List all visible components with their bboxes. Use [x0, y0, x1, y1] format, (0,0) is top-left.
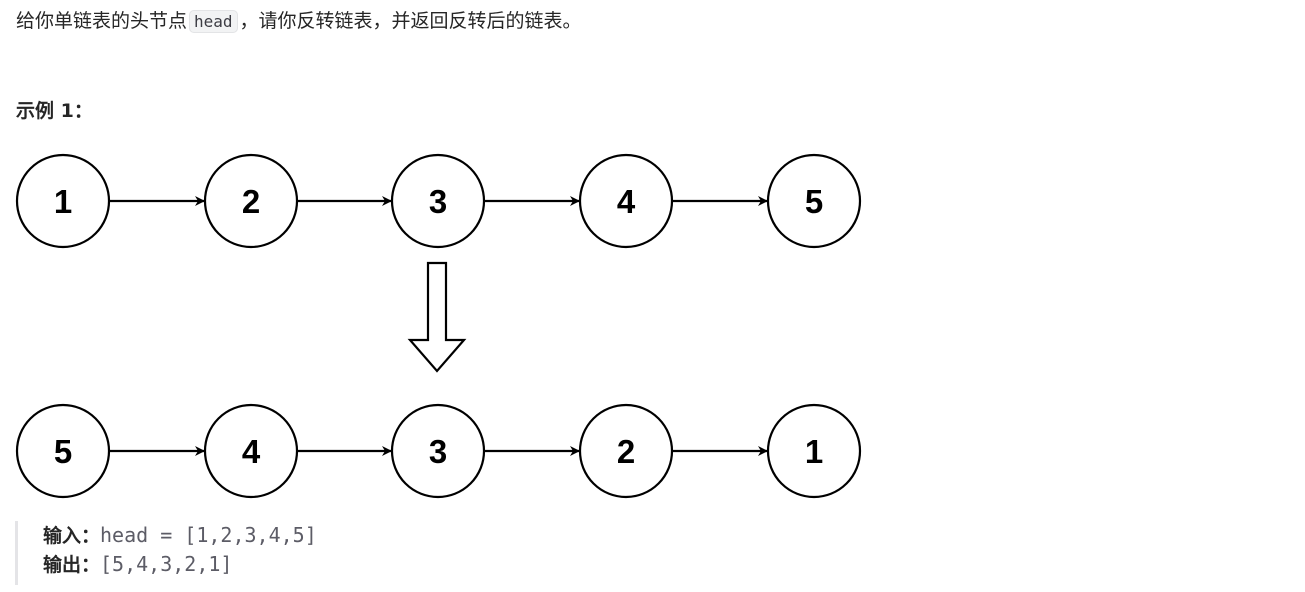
linked-list-diagram: 1 2 3 4 5 5 4 3 2 1 — [15, 153, 862, 499]
original-node-value: 4 — [617, 183, 636, 220]
output-line: 输出：[5,4,3,2,1] — [43, 550, 615, 579]
head-inline-code: head — [189, 10, 238, 33]
output-value: [5,4,3,2,1] — [100, 552, 233, 576]
reversed-node-value: 3 — [429, 433, 447, 470]
original-node-value: 5 — [805, 183, 823, 220]
input-value: head = [1,2,3,4,5] — [100, 523, 317, 547]
reversed-node-circle — [766, 403, 862, 499]
input-label: 输入： — [43, 525, 101, 547]
original-node-value: 1 — [54, 183, 72, 220]
original-node-value: 2 — [242, 183, 260, 220]
reversed-node-value: 5 — [54, 433, 72, 470]
reversed-node-value: 2 — [617, 433, 635, 470]
example-io-block: 输入：head = [1,2,3,4,5] 输出：[5,4,3,2,1] — [15, 521, 615, 585]
description-text-continued: ，请你反转链表，并返回反转后的链表。 — [239, 10, 582, 32]
reversed-node-value: 1 — [805, 433, 823, 470]
example-title: 示例 1： — [16, 100, 93, 122]
down-hollow-arrow-icon — [407, 261, 467, 373]
description-text: 给你单链表的头节点 — [16, 10, 188, 32]
input-line: 输入：head = [1,2,3,4,5] — [43, 521, 615, 550]
reversed-node-value: 4 — [242, 433, 261, 470]
reversed-list-row: 5 4 3 2 1 — [15, 403, 862, 499]
original-node-circle — [766, 153, 862, 249]
output-label: 输出： — [43, 554, 101, 576]
original-node-value: 3 — [429, 183, 447, 220]
original-list-row: 1 2 3 4 5 — [15, 153, 862, 249]
